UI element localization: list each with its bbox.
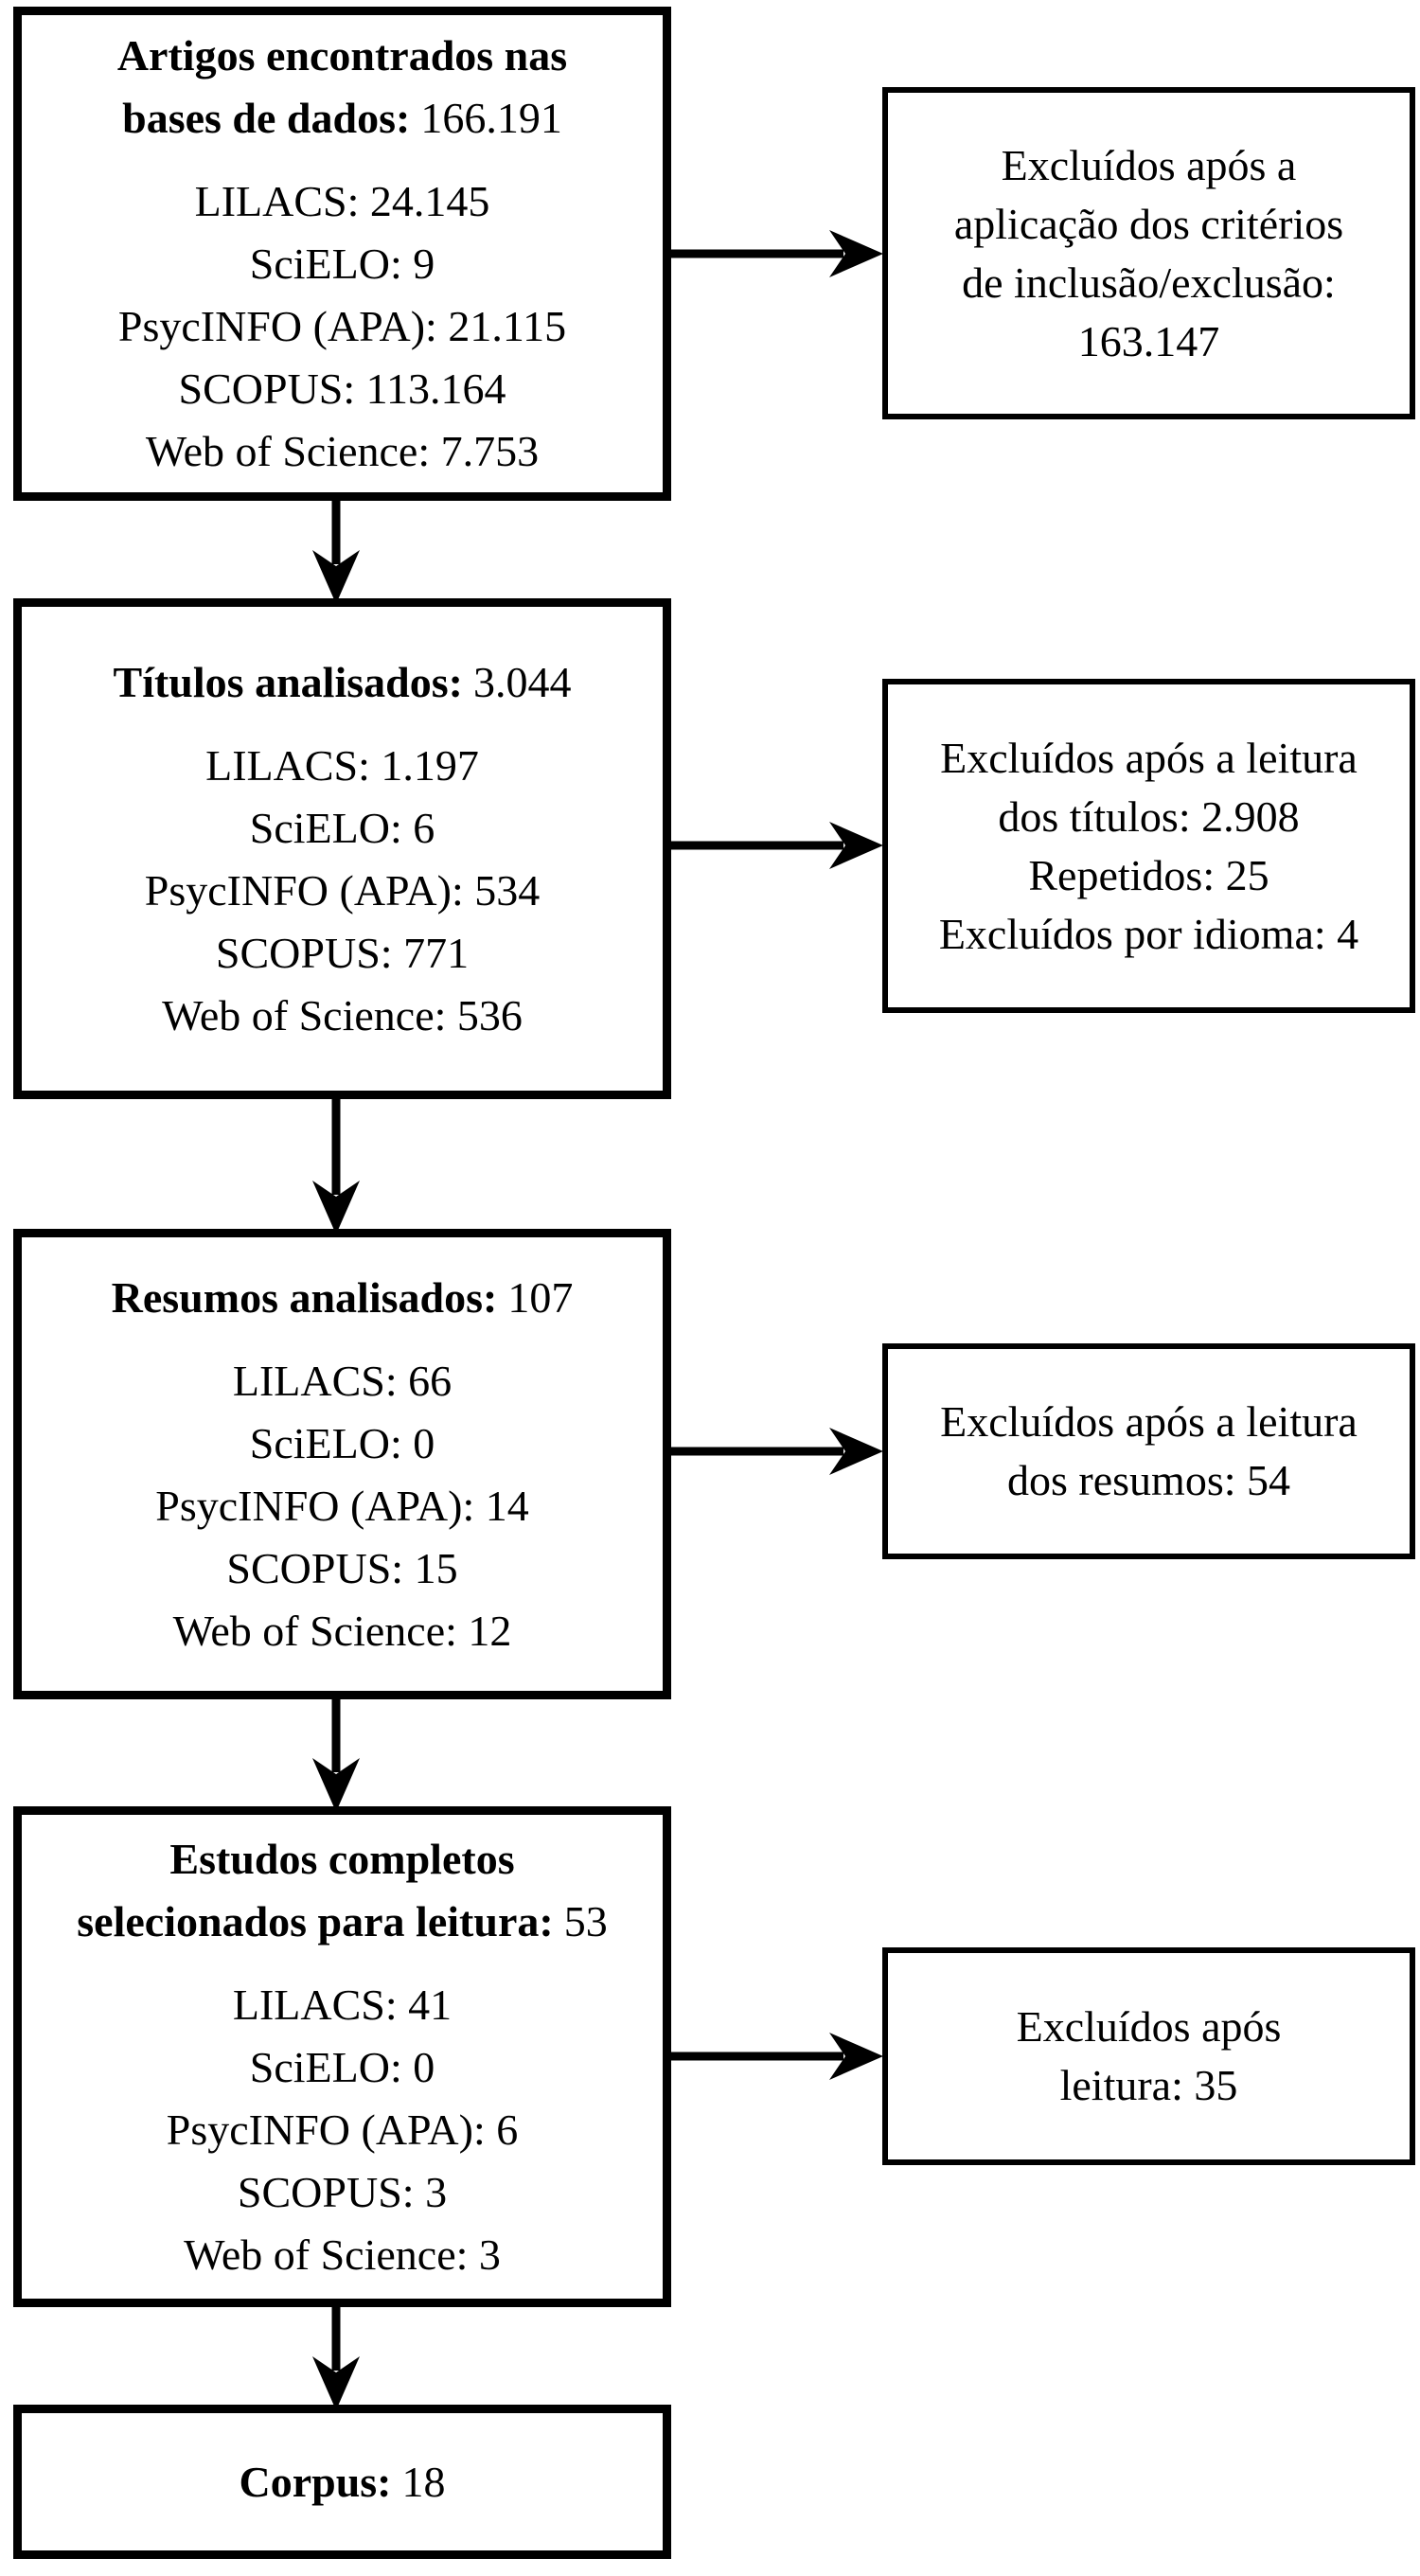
source-count-line: SciELO: 6 — [249, 803, 435, 852]
source-count-line: LILACS: 24.145 — [194, 177, 490, 225]
source-count-line: PsycINFO (APA): 21.115 — [117, 302, 567, 350]
box-articles-found-title: Artigos encontrados nas bases de dados:1… — [117, 25, 567, 150]
title-line: selecionados para leitura: — [77, 1896, 554, 1945]
arrow-down-3 — [312, 1691, 360, 1812]
title-line: bases de dados: — [122, 94, 411, 142]
box-excluded-reading: Excluídos após leitura: 35 — [882, 1947, 1415, 2165]
total-count: 107 — [507, 1272, 574, 1322]
total-count: 3.044 — [472, 657, 572, 706]
exclusion-text: Excluídos após leitura: 35 — [1017, 1998, 1282, 2115]
arrow-right-3 — [666, 1428, 883, 1475]
total-count: 53 — [563, 1896, 608, 1945]
source-count-line: LILACS: 41 — [232, 1980, 453, 2029]
source-count-line: PsycINFO (APA): 6 — [166, 2105, 519, 2154]
arrow-down-4 — [312, 2299, 360, 2410]
source-count-line: PsycINFO (APA): 14 — [155, 1481, 529, 1530]
exclusion-line: aplicação dos critérios — [953, 199, 1344, 248]
title-line: Artigos encontrados nas — [116, 31, 568, 80]
title-line: Resumos analisados: — [111, 1272, 498, 1322]
source-counts: LILACS: 66 SciELO: 0 PsycINFO (APA): 14 SCO… — [155, 1350, 528, 1662]
source-count-line: Web of Science: 7.753 — [145, 427, 540, 475]
source-count-line: SciELO: 9 — [249, 240, 435, 288]
exclusion-line: 163.147 — [1077, 316, 1220, 365]
exclusion-line: Excluídos após — [1016, 2002, 1282, 2051]
exclusion-line: Excluídos após a leitura — [940, 733, 1358, 782]
source-count-line: Web of Science: 3 — [184, 2230, 501, 2279]
source-count-line: SCOPUS: 771 — [215, 928, 470, 977]
box-titles-analyzed-title: Títulos analisados:3.044 — [114, 651, 572, 714]
exclusion-line: de inclusão/exclusão: — [962, 258, 1336, 307]
source-count-line: SCOPUS: 3 — [237, 2167, 448, 2216]
exclusion-line: Excluídos após a — [1001, 140, 1297, 189]
arrow-right-1 — [666, 230, 883, 277]
box-abstracts-analyzed-title: Resumos analisados:107 — [112, 1267, 574, 1329]
source-count-line: Web of Science: 12 — [172, 1606, 512, 1655]
exclusion-line: dos resumos: 54 — [1007, 1456, 1290, 1504]
source-count-line: Web of Science: 536 — [162, 990, 523, 1039]
box-corpus: Corpus:18 — [13, 2405, 671, 2559]
arrow-down-2 — [312, 1091, 360, 1235]
title-line: Títulos analisados: — [113, 657, 463, 706]
exclusion-text: Excluídos após a leitura dos resumos: 54 — [940, 1393, 1358, 1510]
box-articles-found: Artigos encontrados nas bases de dados:1… — [13, 7, 671, 501]
exclusion-text: Excluídos após a aplicação dos critérios d… — [954, 136, 1343, 371]
exclusion-line: Excluídos após a leitura — [940, 1397, 1358, 1446]
arrow-right-4 — [666, 2033, 883, 2080]
box-full-studies-selected-title: Estudos completos selecionados para leit… — [77, 1828, 607, 1953]
box-excluded-abstracts: Excluídos após a leitura dos resumos: 54 — [882, 1343, 1415, 1559]
arrow-right-2 — [666, 822, 883, 869]
source-count-line: LILACS: 1.197 — [205, 740, 479, 790]
title-line: Estudos completos — [169, 1834, 515, 1883]
source-count-line: SCOPUS: 113.164 — [178, 364, 506, 413]
total-count: 18 — [401, 2457, 446, 2506]
title-line: Corpus: — [239, 2457, 392, 2506]
source-count-line: SciELO: 0 — [249, 1418, 435, 1467]
box-excluded-titles: Excluídos após a leitura dos títulos: 2.9… — [882, 679, 1415, 1013]
exclusion-line: leitura: 35 — [1059, 2061, 1238, 2109]
exclusion-text: Excluídos após a leitura dos títulos: 2.9… — [939, 729, 1358, 964]
source-counts: LILACS: 41 SciELO: 0 PsycINFO (APA): 6 SCOP… — [167, 1974, 518, 2286]
box-full-studies-selected: Estudos completos selecionados para leit… — [13, 1806, 671, 2307]
arrow-down-1 — [312, 492, 360, 604]
source-count-line: SciELO: 0 — [249, 2042, 435, 2091]
source-count-line: LILACS: 66 — [232, 1356, 453, 1405]
source-count-line: PsycINFO (APA): 534 — [144, 865, 541, 915]
exclusion-line: Repetidos: 25 — [1028, 850, 1269, 899]
exclusion-line: Excluídos por idioma: 4 — [938, 909, 1359, 958]
exclusion-line: dos títulos: 2.908 — [998, 791, 1300, 841]
source-count-line: SCOPUS: 15 — [226, 1543, 458, 1592]
box-excluded-criteria: Excluídos após a aplicação dos critérios d… — [882, 87, 1415, 419]
box-abstracts-analyzed: Resumos analisados:107 LILACS: 66 SciELO:… — [13, 1229, 671, 1699]
total-count: 166.191 — [420, 94, 562, 142]
